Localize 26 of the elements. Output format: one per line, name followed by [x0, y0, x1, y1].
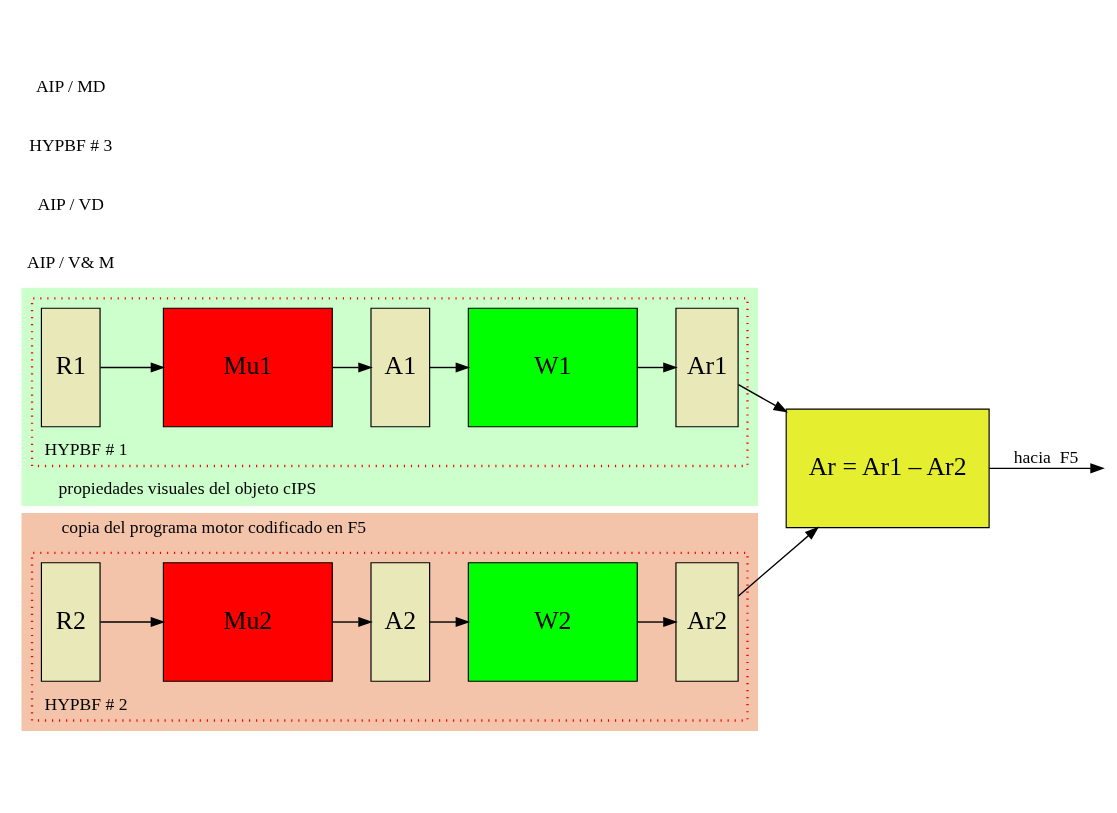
arrow — [429, 616, 471, 628]
node-box: Ar2 — [675, 562, 739, 682]
node-box: Mu2 — [162, 562, 333, 682]
arrow — [636, 362, 678, 373]
node-box: R1 — [40, 307, 101, 428]
arrow — [737, 383, 788, 413]
node-box: A2 — [370, 562, 431, 682]
label: AIP / V& M — [27, 252, 115, 273]
node-box: Ar = Ar1 – Ar2 — [785, 408, 990, 529]
arrow — [99, 616, 166, 628]
label: HYPBF # 3 — [29, 135, 113, 156]
label: AIP / MD — [35, 76, 106, 97]
arrow — [988, 463, 1105, 474]
node-box: W2 — [467, 562, 638, 682]
edge-label: hacia F5 — [1013, 446, 1079, 467]
arrow — [331, 362, 373, 373]
arrow — [429, 362, 471, 373]
node-box: W1 — [467, 307, 638, 428]
node-box: R2 — [40, 562, 101, 682]
arrow — [331, 616, 373, 628]
label: AIP / VD — [37, 193, 104, 214]
arrow — [99, 362, 166, 373]
node-box: Mu1 — [162, 307, 333, 428]
node-box: Ar1 — [675, 307, 739, 428]
arrow — [636, 616, 678, 628]
node-box: A1 — [370, 307, 431, 428]
